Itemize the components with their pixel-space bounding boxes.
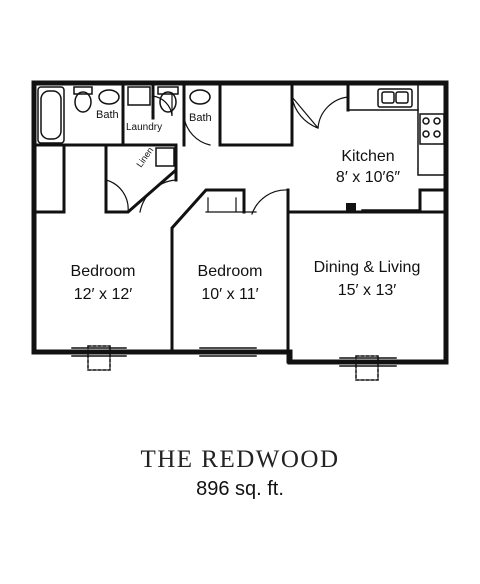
bedroom-left-label: Bedroom xyxy=(71,263,136,280)
kitchen-dims: 8′ x 10′6″ xyxy=(336,169,400,186)
plan-area: 896 sq. ft. xyxy=(196,478,284,500)
kitchen-post xyxy=(346,203,356,213)
linen-label: Linen xyxy=(134,145,155,169)
bedroom-left-dims: 12′ x 12′ xyxy=(74,286,132,303)
bath-fixtures xyxy=(37,86,211,167)
dining-living-label: Dining & Living xyxy=(314,259,421,276)
door-swings xyxy=(105,92,349,215)
bedroom-middle-dims: 10′ x 11′ xyxy=(201,286,258,303)
laundry-label: Laundry xyxy=(126,122,162,133)
kitchen-counter xyxy=(347,82,447,211)
bedroom-middle-label: Bedroom xyxy=(198,263,263,280)
kitchen-label: Kitchen xyxy=(341,148,394,165)
bath-right-label: Bath xyxy=(189,112,212,124)
exterior-wall xyxy=(31,80,449,365)
windows xyxy=(71,345,397,381)
plan-name: THE REDWOOD xyxy=(140,446,340,473)
bath-left-label: Bath xyxy=(96,109,119,121)
interior-walls xyxy=(32,81,448,364)
dining-living-dims: 15′ x 13′ xyxy=(338,282,396,299)
